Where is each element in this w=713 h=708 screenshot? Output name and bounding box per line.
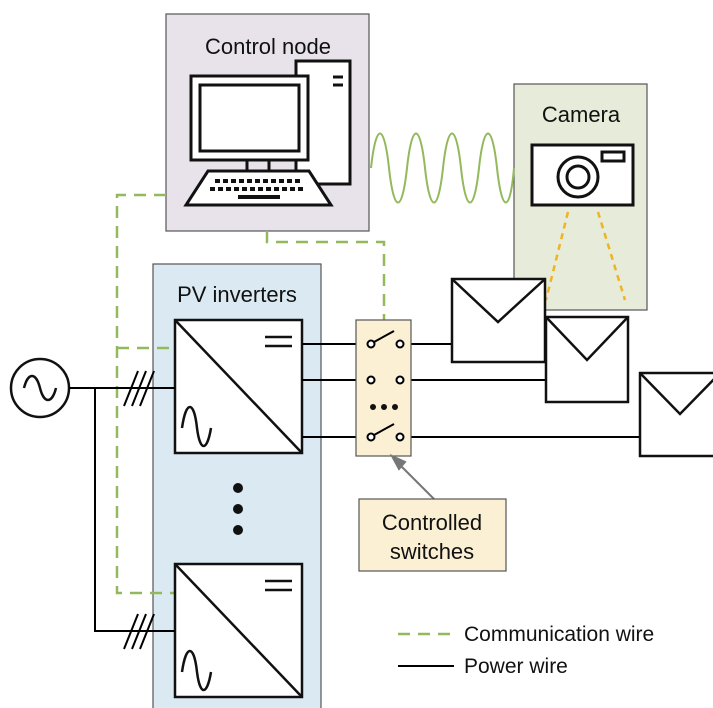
ac-source-icon: [9, 357, 71, 419]
controlled-switches-label-line2: switches: [390, 539, 474, 564]
switches-callout-arrow: [389, 453, 436, 501]
control-node-label: Control node: [205, 34, 331, 59]
camera-icon: [530, 143, 635, 207]
camera-view-lines: [544, 211, 627, 301]
controlled-switches-label-line1: Controlled: [382, 510, 482, 535]
inverter-icon: [173, 318, 304, 455]
pv-panel-icon: [544, 315, 630, 404]
pv-inverters-label: PV inverters: [177, 282, 297, 307]
inverter-ellipsis: [233, 483, 243, 535]
pv-panel-icon: [638, 371, 713, 458]
camera-label: Camera: [542, 102, 621, 127]
legend-power-label: Power wire: [464, 655, 568, 678]
switch-ellipsis: [370, 404, 398, 410]
legend-communication-label: Communication wire: [464, 623, 654, 646]
communication-wires: [115, 193, 386, 595]
switch-icon: [366, 330, 405, 442]
computer-icon: [183, 59, 352, 207]
three-phase-mark: [123, 370, 155, 650]
wireless-link: [370, 132, 515, 204]
pv-panel-icon: [450, 277, 547, 364]
controlled-switches-callout: [358, 498, 507, 572]
inverter-icon: [173, 562, 304, 699]
legend: Communication wire Power wire: [398, 623, 654, 678]
